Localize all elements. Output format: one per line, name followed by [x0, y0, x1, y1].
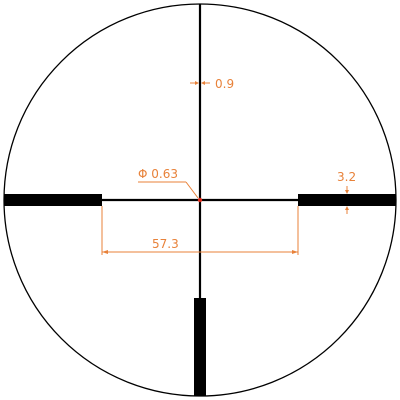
- dimension-thin-line-width: [190, 81, 210, 85]
- dimension-inner-gap-arrows: [102, 250, 298, 254]
- thick-bar-right: [298, 194, 396, 206]
- thick-bar-left: [4, 194, 102, 206]
- dimension-thick-bar-height: [345, 186, 349, 214]
- label-center-dot-diameter: Φ 0.63: [138, 167, 178, 181]
- dimension-inner-gap: [101, 206, 299, 255]
- center-dot: [197, 197, 203, 203]
- label-thin-line-width: 0.9: [215, 77, 234, 91]
- thick-bar-bottom: [194, 298, 206, 396]
- label-thick-bar-height: 3.2: [337, 170, 356, 184]
- label-inner-gap: 57.3: [152, 237, 179, 251]
- leader-center-dot: [138, 181, 199, 199]
